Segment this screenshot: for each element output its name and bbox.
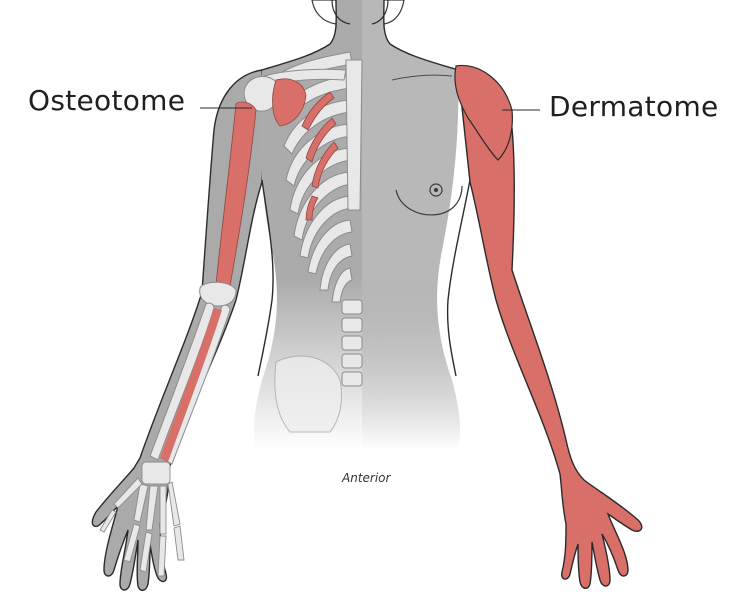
body-silhouette — [91, 0, 643, 591]
forearm-highlight — [160, 308, 222, 462]
sternum — [345, 59, 363, 211]
dermatome-shoulder — [454, 64, 513, 161]
skeleton — [99, 51, 363, 577]
radius — [149, 302, 215, 461]
dermatome-label: Dermatome — [549, 90, 719, 123]
elbow — [199, 281, 237, 307]
osteotome-ribs — [301, 91, 339, 221]
hand-bones — [99, 461, 185, 577]
right-arm — [457, 69, 643, 589]
scapula-highlight — [272, 78, 307, 127]
humerus — [215, 101, 257, 287]
torso-right-half — [362, 0, 460, 450]
pelvis — [274, 355, 343, 433]
osteotome-label: Osteotome — [28, 84, 186, 117]
view-label: Anterior — [342, 471, 391, 485]
spine — [341, 299, 363, 387]
